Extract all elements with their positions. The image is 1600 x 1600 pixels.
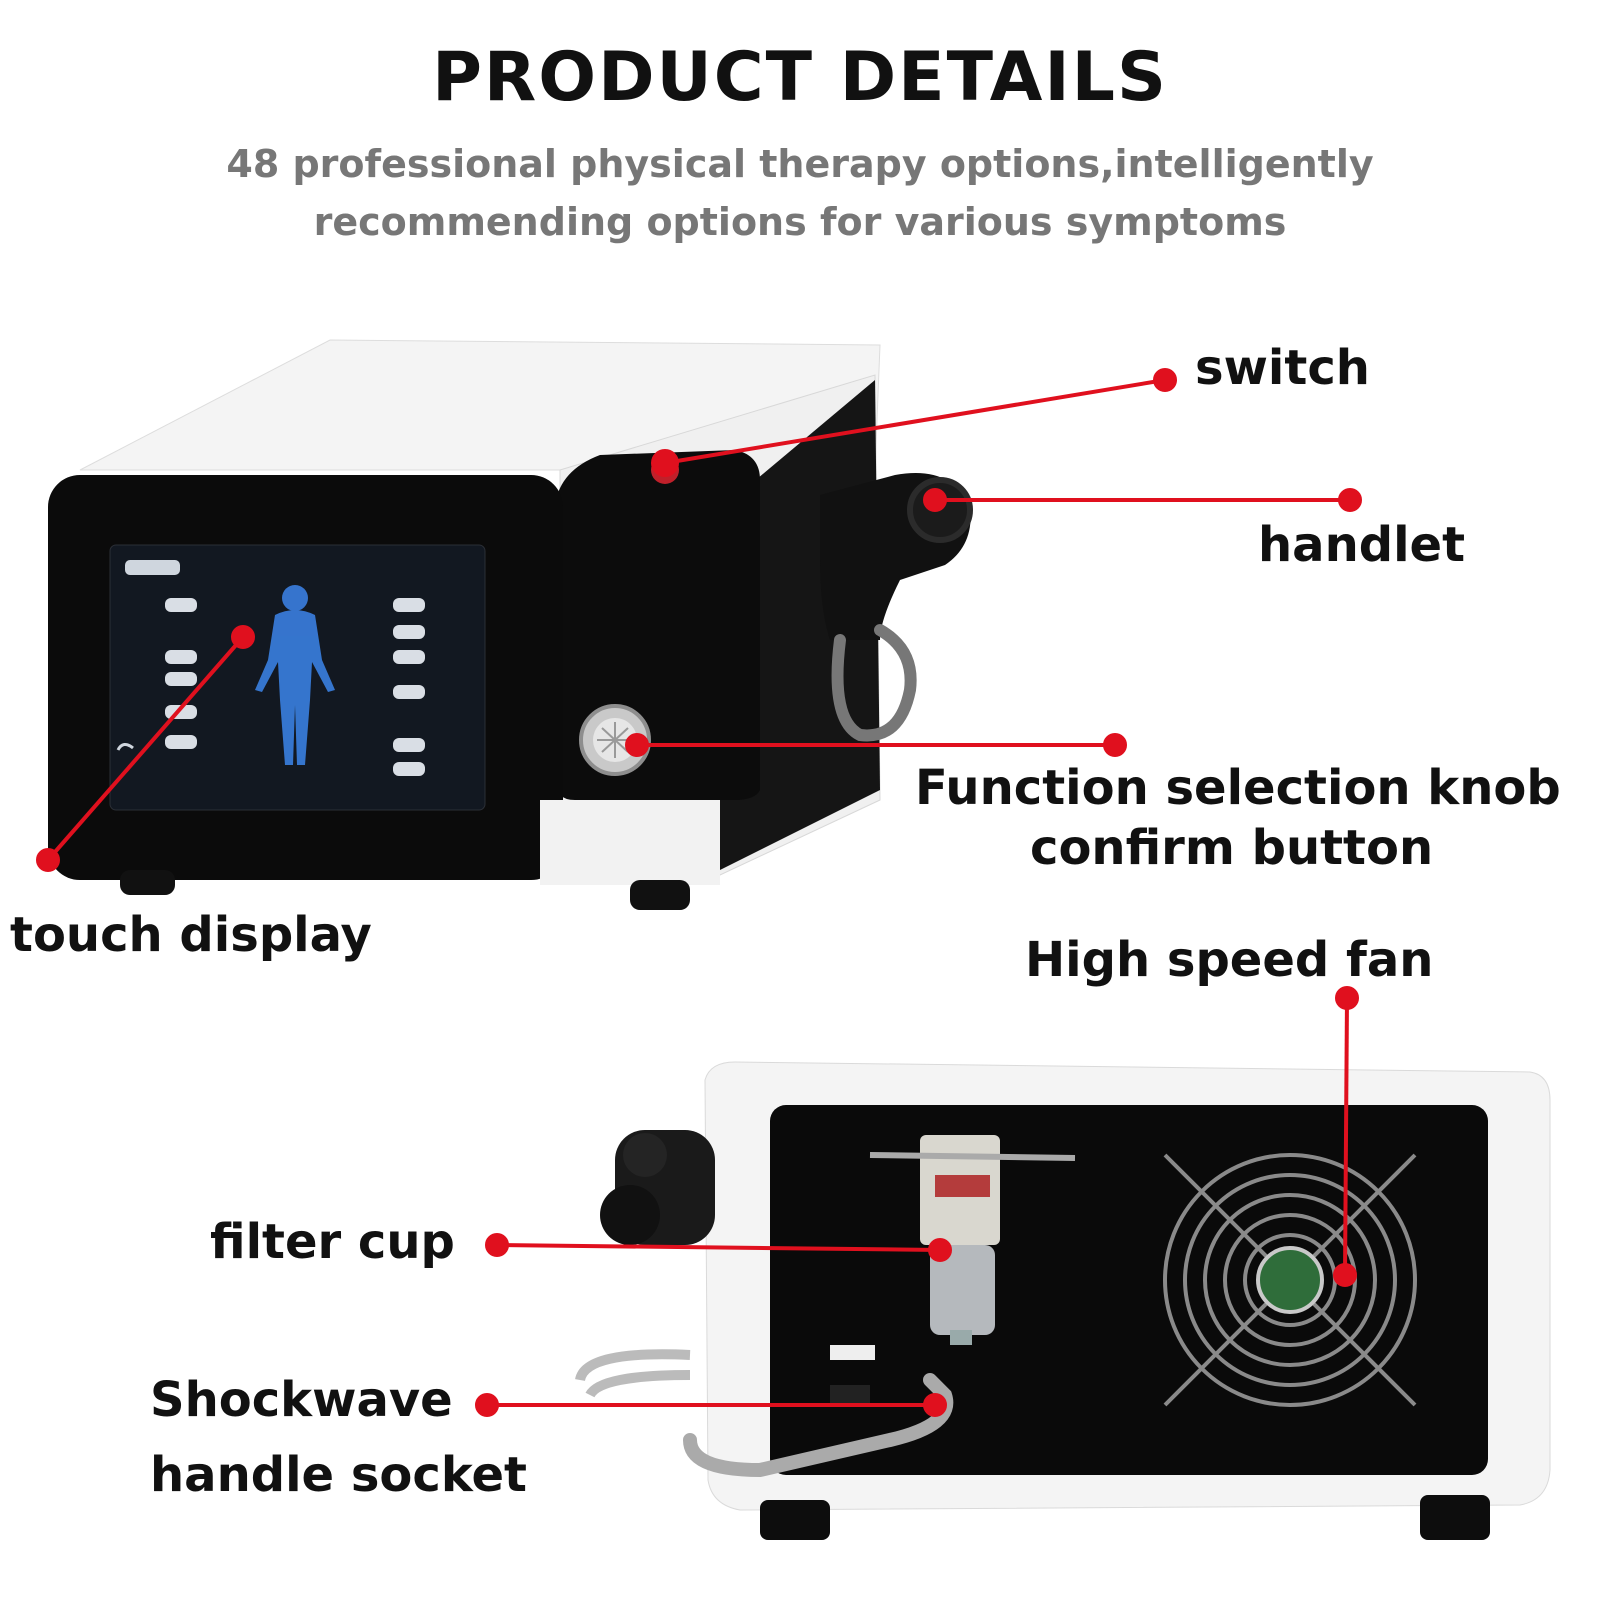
label-handlet: handlet	[1258, 517, 1466, 573]
label-knob-line-2: confirm button	[1030, 820, 1434, 876]
page-title: PRODUCT DETAILS	[432, 38, 1168, 117]
side-handle	[600, 1130, 715, 1245]
label-filter-cup: filter cup	[210, 1214, 455, 1270]
fan-icon	[1163, 1153, 1417, 1407]
body-figure	[255, 585, 335, 765]
label-touch-display: touch display	[10, 907, 372, 963]
back-device	[575, 1061, 1551, 1540]
handlet[interactable]	[820, 473, 973, 742]
label-socket-line-2: handle socket	[150, 1447, 527, 1503]
filter-cup[interactable]	[830, 1135, 1076, 1360]
function-knob[interactable]	[579, 704, 651, 776]
label-knob-line-1: Function selection knob	[915, 760, 1561, 816]
subtitle-line-2: recommending options for various symptom…	[313, 200, 1287, 244]
front-device	[48, 339, 973, 910]
touch-display[interactable]	[109, 544, 486, 811]
label-switch: switch	[1195, 340, 1370, 396]
label-socket-line-1: Shockwave	[150, 1372, 453, 1428]
subtitle-line-1: 48 professional physical therapy options…	[226, 142, 1374, 186]
label-fan: High speed fan	[1025, 932, 1434, 988]
callout-lines	[36, 368, 1362, 1417]
